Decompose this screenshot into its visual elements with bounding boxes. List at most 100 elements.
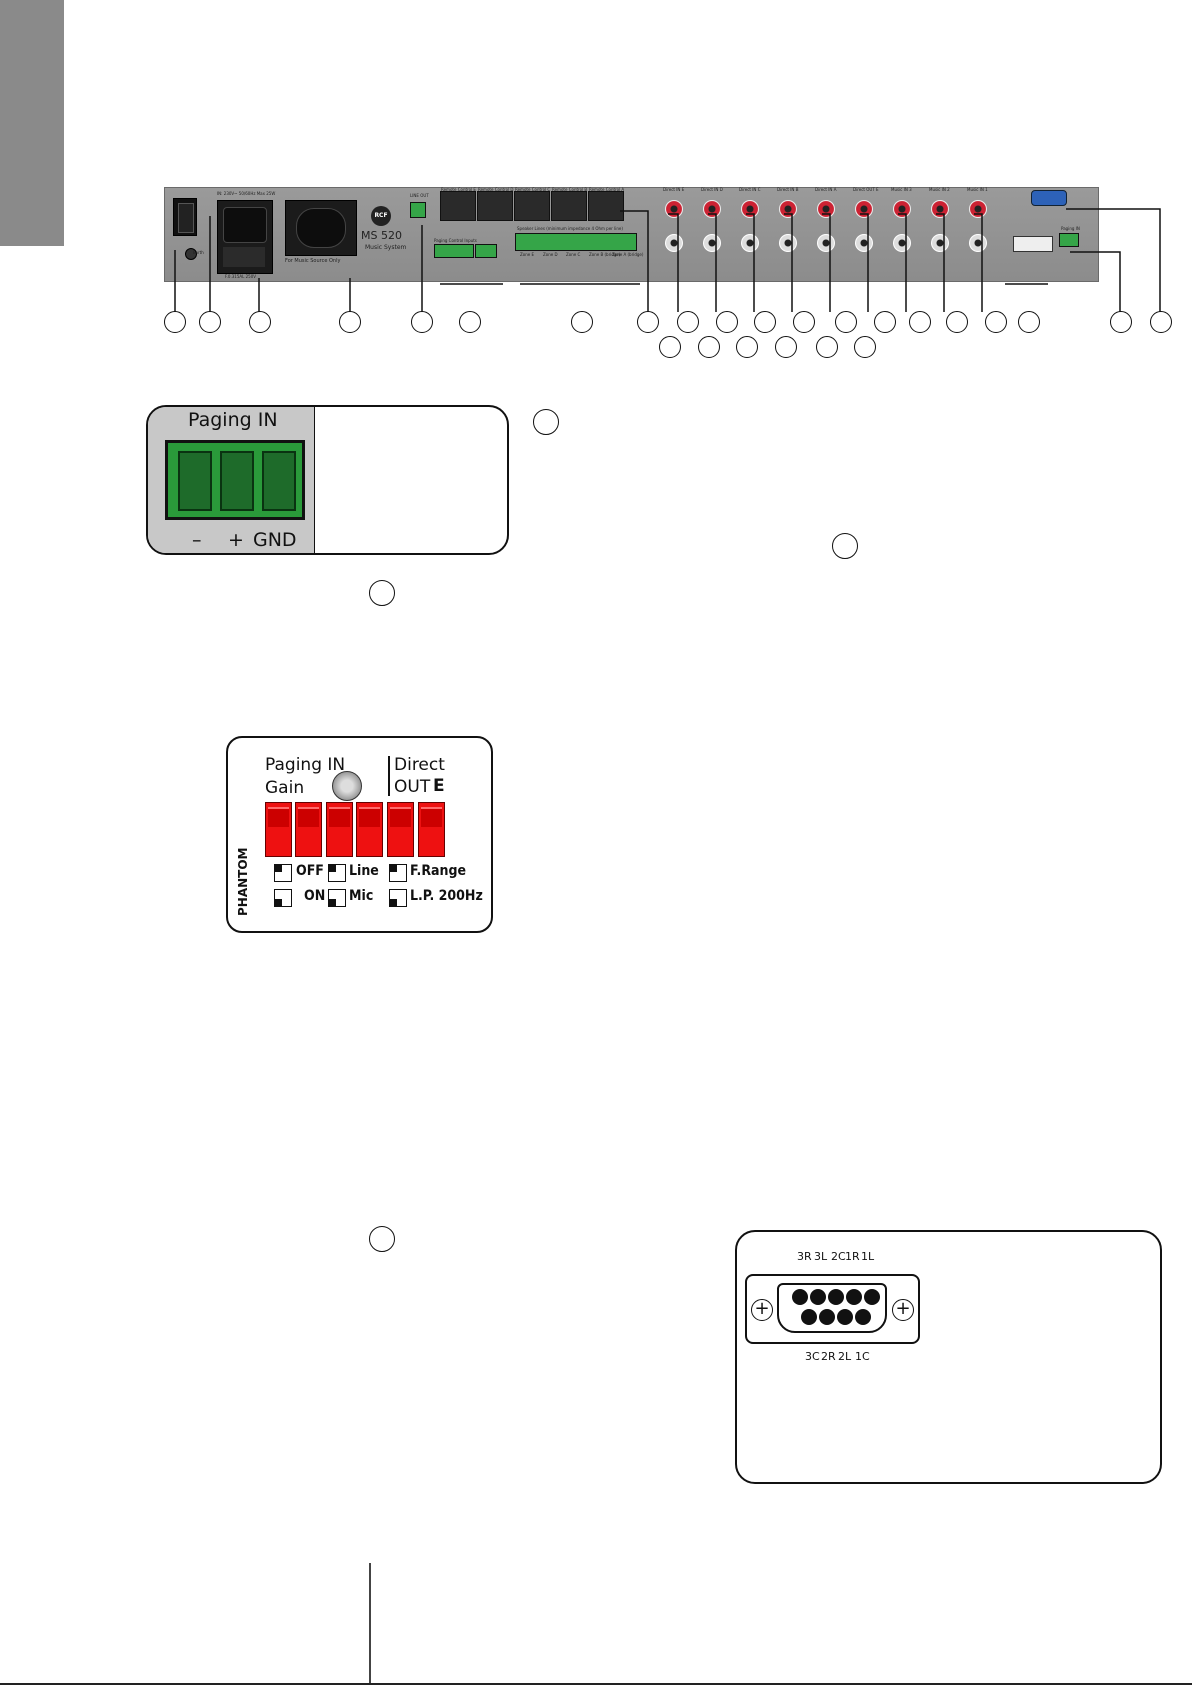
pin-1c: 1C (855, 1350, 870, 1363)
db9-face (777, 1283, 887, 1333)
callout-6 (459, 311, 481, 333)
direct-out-e-label: Direct OUT E (853, 187, 879, 192)
callout-leaders (174, 208, 1161, 312)
dip-divider (388, 756, 390, 796)
paging-pin-plus: + (228, 529, 244, 551)
remote-label-a: Remote Control A (589, 187, 625, 192)
db9-pin (855, 1309, 871, 1325)
db9-pin (792, 1289, 808, 1305)
callout-18 (1018, 311, 1040, 333)
direct-in-a-label: Direct IN A (815, 187, 837, 192)
remote-label-c: Remote Control C (515, 187, 551, 192)
phantom-label: PHANTOM (236, 847, 250, 917)
mains-outlet (285, 200, 357, 256)
remote-label-d: Remote Control D (478, 187, 514, 192)
direct-in-c-label: Direct IN C (739, 187, 761, 192)
footer-divider-vertical (369, 1563, 371, 1685)
legend-line: Line (349, 863, 379, 879)
dip-switch-4[interactable] (356, 802, 383, 857)
rear-panel: Earth IN: 230V~ 50/60Hz Max 25W F.0.315A… (164, 187, 1099, 282)
db9-box: 3R 3L 2C 1R 1L + + 3C 2R 2L 1C (735, 1230, 1162, 1484)
callout-26 (854, 336, 876, 358)
db9-pin (837, 1309, 853, 1325)
paging-pin-gnd: GND (253, 529, 297, 551)
pin-1l: 1L (861, 1250, 875, 1263)
mains-inlet (217, 200, 273, 274)
model-label: MS 520 (361, 229, 402, 242)
dip-switch-block-panel (1013, 236, 1053, 252)
callout-3 (249, 311, 271, 333)
callout-17 (985, 311, 1007, 333)
remote-label-b: Remote Control B (552, 187, 588, 192)
paging-in-box: Paging IN – + GND (146, 405, 509, 555)
db9-pin (864, 1289, 880, 1305)
callout-9 (677, 311, 699, 333)
callout-11 (754, 311, 776, 333)
callout-23 (736, 336, 758, 358)
fuse-label: F.0.315AL 250V (225, 274, 256, 279)
legend-on-icon (274, 889, 292, 907)
callout-section-d (369, 1226, 395, 1252)
zone-label-e: Zone E (520, 252, 534, 257)
dip-switch-3[interactable] (326, 802, 353, 857)
callout-19 (1110, 311, 1132, 333)
legend-line-icon (328, 864, 346, 882)
dip-switch-1[interactable] (265, 802, 292, 857)
callout-15 (909, 311, 931, 333)
legend-off-icon (274, 864, 292, 882)
db9-pin (846, 1289, 862, 1305)
music-in-3-label: Music IN 3 (891, 187, 912, 192)
legend-off: OFF (296, 863, 324, 879)
callout-7 (571, 311, 593, 333)
pin-3r: 3R (797, 1250, 812, 1263)
mains-label: IN: 230V~ 50/60Hz Max 25W (217, 191, 276, 196)
callout-10 (716, 311, 738, 333)
legend-on: ON (304, 888, 326, 904)
dip-switch-2[interactable] (295, 802, 322, 857)
callout-21 (659, 336, 681, 358)
dip-switch-6[interactable] (418, 802, 445, 857)
db9-pin (819, 1309, 835, 1325)
dip-e-label: E (433, 776, 445, 796)
db9-pin (801, 1309, 817, 1325)
rcf-logo: RCF (371, 206, 391, 226)
footer-rule (0, 1683, 1192, 1685)
pin-2r: 2R (821, 1350, 836, 1363)
db9-shell (745, 1274, 920, 1344)
rj45-remote-b (551, 191, 587, 221)
music-in-1-label: Music IN 1 (967, 187, 988, 192)
zone-label-a: Zone A (bridge) (612, 252, 644, 257)
db9-pin (828, 1289, 844, 1305)
paging-in-terminal (165, 440, 305, 520)
pin-3l: 3L (814, 1250, 828, 1263)
dip-direct-label: Direct (394, 755, 445, 775)
pin-2c: 2C (831, 1250, 846, 1263)
legend-lp: L.P. 200Hz (410, 888, 483, 904)
callout-13 (835, 311, 857, 333)
callout-section-c (369, 580, 395, 606)
earth-terminal (185, 248, 197, 260)
callout-14 (874, 311, 896, 333)
callout-25 (816, 336, 838, 358)
rj45-remote-a (588, 191, 624, 221)
chapter-tab (0, 0, 64, 246)
direct-in-e-label: Direct IN E (663, 187, 685, 192)
outlet-label: For Music Source Only (285, 258, 341, 264)
paging-in-terminal-panel (1059, 233, 1079, 247)
zone-label-d: Zone D (543, 252, 558, 257)
rj45-remote-e (440, 191, 476, 221)
dip-switch-box: Paging IN Gain Direct OUT E PHANTOM OFF … (226, 736, 493, 933)
legend-frange: F.Range (410, 863, 467, 879)
callout-16 (946, 311, 968, 333)
rj45-remote-d (477, 191, 513, 221)
dip-switch-5[interactable] (387, 802, 414, 857)
pin-2l: 2L (838, 1350, 852, 1363)
zone-label-c: Zone C (566, 252, 581, 257)
db9-right-screw-icon: + (892, 1299, 914, 1321)
callout-section-b (832, 533, 858, 559)
legend-lp-icon (389, 889, 407, 907)
callout-22 (698, 336, 720, 358)
callout-24 (775, 336, 797, 358)
legend-frange-icon (389, 864, 407, 882)
callout-4 (339, 311, 361, 333)
